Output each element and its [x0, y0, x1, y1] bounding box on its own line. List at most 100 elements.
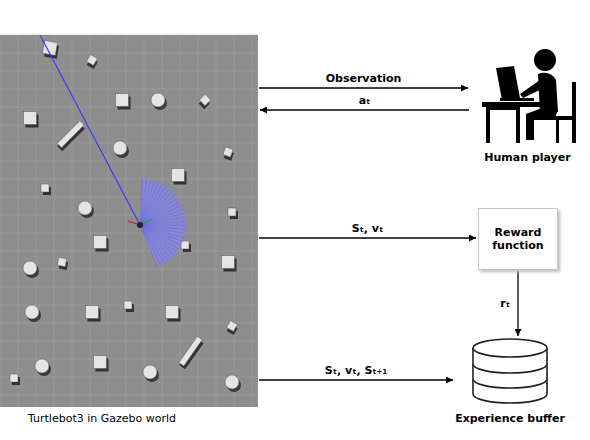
scan-ray: [140, 217, 185, 225]
scan-ray: [140, 225, 165, 264]
desk-brace: [490, 107, 520, 110]
grid-line: [0, 215, 258, 216]
chair-back: [572, 82, 576, 143]
obstacle: [225, 375, 241, 392]
obstacle: [86, 306, 101, 322]
scan-ray: [140, 225, 179, 249]
obstacle: [23, 261, 39, 278]
obstacle: [94, 356, 109, 372]
laptop-base: [500, 98, 534, 101]
grid-line: [234, 35, 235, 407]
desk-top: [482, 102, 552, 107]
scan-ray: [140, 225, 171, 259]
head: [534, 49, 556, 71]
node-caption: Turtlebot3 in Gazebo world: [28, 412, 258, 425]
grid-line: [0, 341, 258, 342]
obstacle: [225, 321, 239, 336]
human-player: Human player: [470, 40, 585, 166]
obstacle: [25, 305, 41, 322]
scan-ray: [140, 225, 181, 245]
grid-line: [72, 35, 73, 407]
robot: [137, 222, 143, 228]
grid-line: [0, 233, 258, 234]
node-caption: Human player: [470, 151, 585, 164]
grid-line: [54, 35, 55, 407]
grid-line: [0, 395, 258, 396]
obstacle: [178, 336, 205, 369]
obstacle: [222, 147, 235, 161]
grid-line: [90, 35, 91, 407]
obstacle: [143, 365, 159, 382]
grid-line: [0, 53, 258, 54]
obstacle: [56, 121, 86, 151]
simulation-screenshot: Turtlebot3 in Gazebo world: [0, 34, 258, 427]
legs: [526, 108, 558, 140]
human-icon: [482, 49, 576, 143]
edge-label: Observation: [324, 72, 404, 85]
obstacle: [78, 201, 94, 218]
grid-line: [0, 323, 258, 324]
grid-line: [36, 35, 37, 407]
grid-line: [0, 377, 258, 378]
scan-ray: [140, 225, 161, 266]
obstacle: [166, 306, 181, 322]
box-label: Reward function: [483, 226, 553, 252]
edge-label: Sₜ, vₜ: [350, 222, 386, 235]
obstacle: [228, 208, 238, 219]
scan-ray: [140, 185, 162, 225]
grid-line: [0, 251, 258, 252]
grid-line: [0, 143, 258, 144]
laser-ray: [40, 35, 140, 225]
grid-line: [18, 35, 19, 407]
scan-ray: [140, 198, 177, 225]
grid-line: [216, 35, 217, 407]
database-cylinder-shape: [470, 338, 550, 404]
obstacle: [172, 169, 187, 185]
scan-fan: [140, 179, 186, 267]
laser-scan: [140, 179, 186, 267]
grid-line: [0, 35, 258, 36]
obstacle: [197, 94, 212, 109]
grid-line: [0, 179, 258, 180]
edge-label: aₜ: [357, 94, 373, 107]
obstacle: [35, 359, 51, 376]
torso: [538, 73, 558, 114]
obstacle: [10, 374, 20, 385]
arrow-connector: [259, 87, 468, 88]
grid-line: [0, 359, 258, 360]
arrow-connector: [259, 379, 453, 380]
gazebo-screenshot: [0, 35, 258, 407]
arrow-connector: [260, 109, 469, 110]
grid-line: [0, 197, 258, 198]
obstacle: [151, 93, 167, 110]
scan-ray: [140, 192, 172, 225]
arm: [520, 80, 544, 98]
scan-ray: [140, 209, 183, 225]
grid-line: [252, 35, 253, 407]
obstacle: [85, 55, 99, 70]
obstacle: [94, 236, 109, 252]
obstacle: [57, 257, 69, 270]
obstacle: [113, 141, 129, 158]
obstacle: [181, 241, 191, 252]
obstacle: [124, 301, 134, 312]
process-box: Reward function: [478, 208, 558, 270]
grid-line: [0, 35, 1, 407]
obstacles: [10, 40, 241, 392]
laptop-screen: [496, 66, 520, 100]
obstacle: [116, 94, 131, 110]
chair-leg: [556, 120, 559, 143]
scan-ray: [140, 225, 186, 230]
floor-grid: [0, 35, 258, 407]
edge-label: Sₜ, vₜ, Sₜ₊₁: [323, 364, 389, 377]
grid-line: [126, 35, 127, 407]
obstacle: [24, 112, 39, 128]
scan-ray: [140, 225, 158, 268]
obstacle: [222, 256, 237, 272]
scan-ray: [140, 225, 174, 256]
grid-line: [0, 125, 258, 126]
obstacle: [41, 184, 51, 195]
grid-line: [0, 287, 258, 288]
grid-line: [0, 161, 258, 162]
